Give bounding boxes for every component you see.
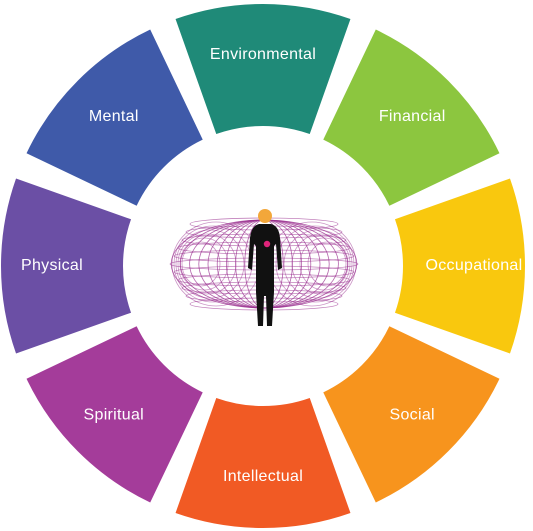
segment-physical-label: Physical [21,257,83,274]
human-silhouette-icon [248,209,282,326]
segment-spiritual-label: Spiritual [84,406,145,423]
segment-financial-shape [323,29,500,206]
segment-spiritual-shape [26,326,203,503]
segment-spiritual: Spiritual [26,326,203,503]
segment-environmental-shape [175,3,351,135]
segment-intellectual-shape [175,397,351,528]
segment-environmental-label: Environmental [210,46,316,63]
segment-mental-label: Mental [89,108,139,125]
segment-financial-label: Financial [379,108,446,125]
segment-financial: Financial [323,29,500,206]
center-figure [169,209,359,326]
segment-social-shape [323,326,500,503]
segment-occupational-label: Occupational [426,257,523,274]
segment-mental: Mental [26,29,203,206]
segment-intellectual-label: Intellectual [223,468,303,485]
segment-environmental: Environmental [175,3,351,135]
segment-intellectual: Intellectual [175,397,351,528]
segment-social-label: Social [390,406,435,423]
segment-mental-shape [26,29,203,206]
segment-occupational: Occupational [394,178,525,354]
segments-group: EnvironmentalFinancialOccupationalSocial… [0,3,525,528]
segment-occupational-shape [394,178,525,354]
segment-social: Social [323,326,500,503]
segment-physical-shape [0,178,132,354]
heart-icon [263,240,271,248]
segment-physical: Physical [0,178,132,354]
